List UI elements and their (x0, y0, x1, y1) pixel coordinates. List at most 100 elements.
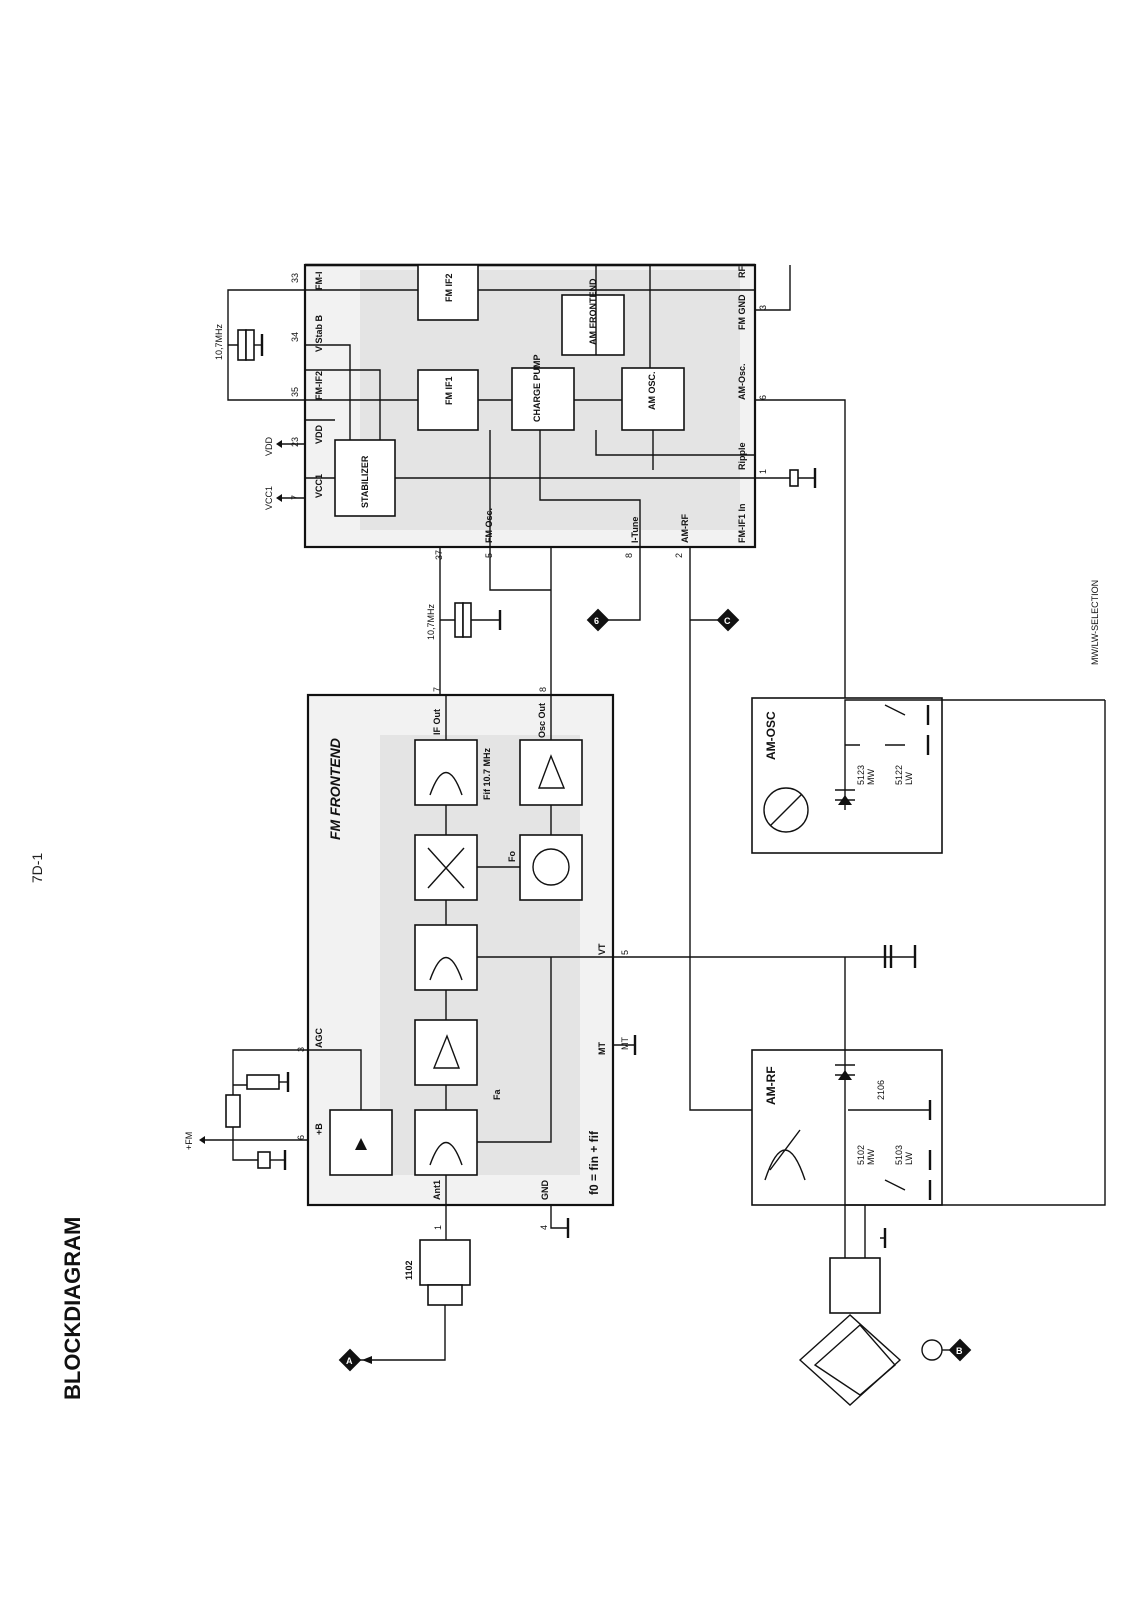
fm-if1-label: FM IF1 (444, 377, 454, 406)
svg-text:MW: MW (866, 1149, 876, 1165)
agc-resistor (225, 1094, 241, 1128)
connector-1102: 1102 (360, 1239, 471, 1364)
marker-six: 6 (586, 608, 610, 632)
svg-text:GND: GND (540, 1180, 550, 1201)
plusb-capacitor (257, 1151, 271, 1169)
plus-fm-label: +FM (184, 1132, 194, 1150)
main-ic: STABILIZER FM IF1 FM IF2 CHARGE PUMP AM … (290, 263, 768, 560)
svg-text:MW: MW (866, 769, 876, 785)
fm-if2-block (417, 264, 479, 321)
svg-text:AM-RF: AM-RF (680, 514, 690, 543)
svg-text:4: 4 (539, 1225, 549, 1230)
svg-text:6: 6 (296, 1135, 306, 1140)
svg-text:FM-IF2: FM-IF2 (314, 371, 324, 400)
marker-b: B (921, 1338, 972, 1362)
osc-buffer-block (519, 739, 583, 806)
fm-frontend: FM FRONTEND Ant1 +B (296, 687, 630, 1230)
fif-label: Fif 10.7 MHz (482, 747, 492, 800)
am-osc-box (751, 697, 943, 854)
fo-label: Fo (507, 851, 517, 862)
connector-label: 1102 (404, 1260, 414, 1280)
svg-text:VCC1: VCC1 (314, 474, 324, 498)
fm-frontend-title: FM FRONTEND (327, 738, 343, 840)
svg-text:1: 1 (433, 1225, 443, 1230)
svg-text:B: B (956, 1346, 963, 1356)
svg-text:5: 5 (484, 553, 494, 558)
am-osc-block (621, 367, 685, 431)
svg-text:6: 6 (758, 395, 768, 400)
svg-text:37: 37 (434, 550, 444, 560)
am-rf-module: AM-RF 5102 MW 5103 LW 2106 (751, 700, 1106, 1206)
svg-text:Ripple: Ripple (737, 442, 747, 470)
svg-text:VT: VT (597, 943, 607, 955)
svg-text:5: 5 (620, 950, 630, 955)
ic-bottom-pins: FM-IF1 In FM Osc. I-Tune AM-RF Ripple AM… (434, 266, 768, 560)
am-rf-title: AM-RF (764, 1066, 778, 1105)
stabilizer-block (334, 439, 396, 517)
svg-text:C: C (724, 616, 731, 626)
svg-text:5123: 5123 (856, 765, 866, 785)
svg-text:7: 7 (432, 687, 442, 692)
fa-label: Fa (492, 1089, 502, 1100)
svg-text:IF Out: IF Out (432, 709, 442, 735)
vcc1-label: VCC1 (264, 486, 274, 510)
svg-text:5103: 5103 (894, 1145, 904, 1165)
mwlw-selection-label: MW/LW-SELECTION (1090, 580, 1100, 665)
am-osc-title: AM-OSC (764, 711, 778, 760)
svg-text:8: 8 (624, 553, 634, 558)
charge-pump-block (511, 367, 575, 431)
svg-text:1: 1 (758, 469, 768, 474)
am-osc-label: AM OSC. (647, 371, 657, 410)
loop-antenna (798, 1205, 902, 1406)
svg-text:MT: MT (597, 1042, 607, 1055)
svg-text:5122: 5122 (894, 765, 904, 785)
svg-text:+B: +B (314, 1123, 324, 1135)
vdd-label: VDD (264, 436, 274, 456)
svg-text:LW: LW (904, 1152, 914, 1165)
charge-pump-label: CHARGE PUMP (532, 354, 542, 422)
stabilizer-label: STABILIZER (360, 455, 370, 508)
svg-text:8: 8 (538, 687, 548, 692)
svg-text:FM-I: FM-I (314, 272, 324, 291)
svg-text:AGC: AGC (314, 1028, 324, 1049)
filter-top-label: 10,7MHz (214, 323, 224, 360)
svg-text:FM-IF1 In: FM-IF1 In (737, 504, 747, 544)
svg-text:FM GND: FM GND (737, 294, 747, 330)
svg-text:A: A (346, 1356, 353, 1366)
svg-text:35: 35 (290, 387, 300, 397)
marker-a: A (338, 1348, 362, 1372)
svg-text:34: 34 (290, 332, 300, 342)
svg-text:3: 3 (758, 305, 768, 310)
frontend-external-wiring: +FM (184, 265, 917, 1240)
svg-text:I-Tune: I-Tune (630, 517, 640, 543)
svg-text:6: 6 (594, 616, 599, 626)
svg-text:Ant1: Ant1 (432, 1180, 442, 1200)
am-osc-module: AM-OSC 5123 MW 5122 LW (751, 697, 1105, 854)
svg-text:2: 2 (674, 553, 684, 558)
svg-text:V Stab B: V Stab B (314, 314, 324, 352)
svg-text:AM-Osc.: AM-Osc. (737, 363, 747, 400)
fm-if2-label: FM IF2 (444, 274, 454, 303)
svg-text:RF: RF (737, 266, 747, 278)
svg-text:MT: MT (620, 1037, 630, 1050)
fm-if1-block (417, 369, 479, 431)
supply-inputs: VCC1 VDD (264, 436, 305, 510)
svg-text:2106: 2106 (876, 1080, 886, 1100)
svg-text:FM Osc.: FM Osc. (484, 508, 494, 543)
svg-text:5102: 5102 (856, 1145, 866, 1165)
svg-text:33: 33 (290, 273, 300, 283)
filter-top: 10,7MHz (214, 289, 305, 401)
svg-text:23: 23 (290, 437, 300, 447)
agc-resistor-2 (246, 1074, 280, 1090)
am-rf-box (751, 1049, 943, 1206)
svg-text:Osc Out: Osc Out (537, 703, 547, 738)
filter-mid-label: 10,7MHz (426, 603, 436, 640)
filter-mid: 10,7MHz (426, 547, 502, 700)
oscillator-block (519, 834, 583, 901)
formula-label: f0 = fin + fif (587, 1130, 601, 1195)
marker-c: C (716, 608, 740, 632)
svg-text:LW: LW (904, 772, 914, 785)
rf-amp-block (414, 1019, 478, 1086)
